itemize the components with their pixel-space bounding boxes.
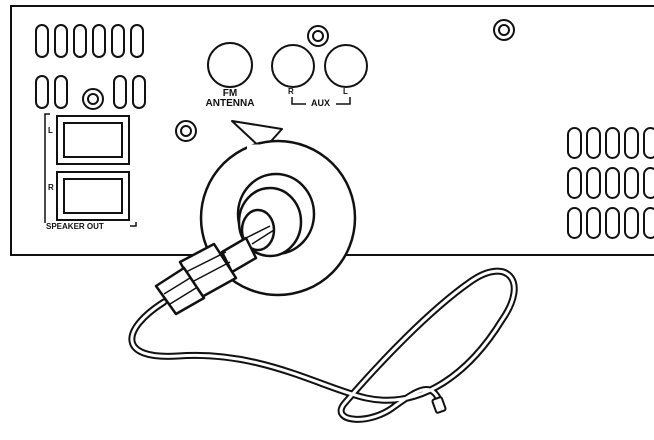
fm-antenna-socket (207, 42, 253, 88)
vent-slots-right (567, 127, 654, 239)
speaker-out-label: SPEAKER OUT (44, 222, 106, 231)
screw-icon (493, 19, 515, 41)
aux-r-label: R (288, 87, 294, 96)
aux-bracket (291, 97, 351, 105)
speaker-l-label: L (48, 126, 53, 136)
antenna-wire (128, 267, 518, 423)
speaker-terminal-left (56, 115, 130, 165)
vent-slots-top-left (35, 24, 146, 109)
aux-label: AUX (308, 99, 334, 108)
speaker-r-label: R (48, 183, 54, 193)
antenna-plug (154, 236, 258, 316)
aux-jack-r (271, 44, 315, 88)
antenna-socket-closeup (236, 172, 316, 258)
screw-icon (175, 120, 197, 142)
speaker-terminal-right (56, 171, 130, 221)
aux-l-label: L (343, 87, 348, 96)
antenna-label: ANTENNA (205, 98, 255, 109)
fm-label: FM (222, 88, 238, 99)
aux-jack-l (324, 44, 368, 88)
screw-icon (82, 88, 104, 110)
screw-icon (307, 25, 329, 47)
